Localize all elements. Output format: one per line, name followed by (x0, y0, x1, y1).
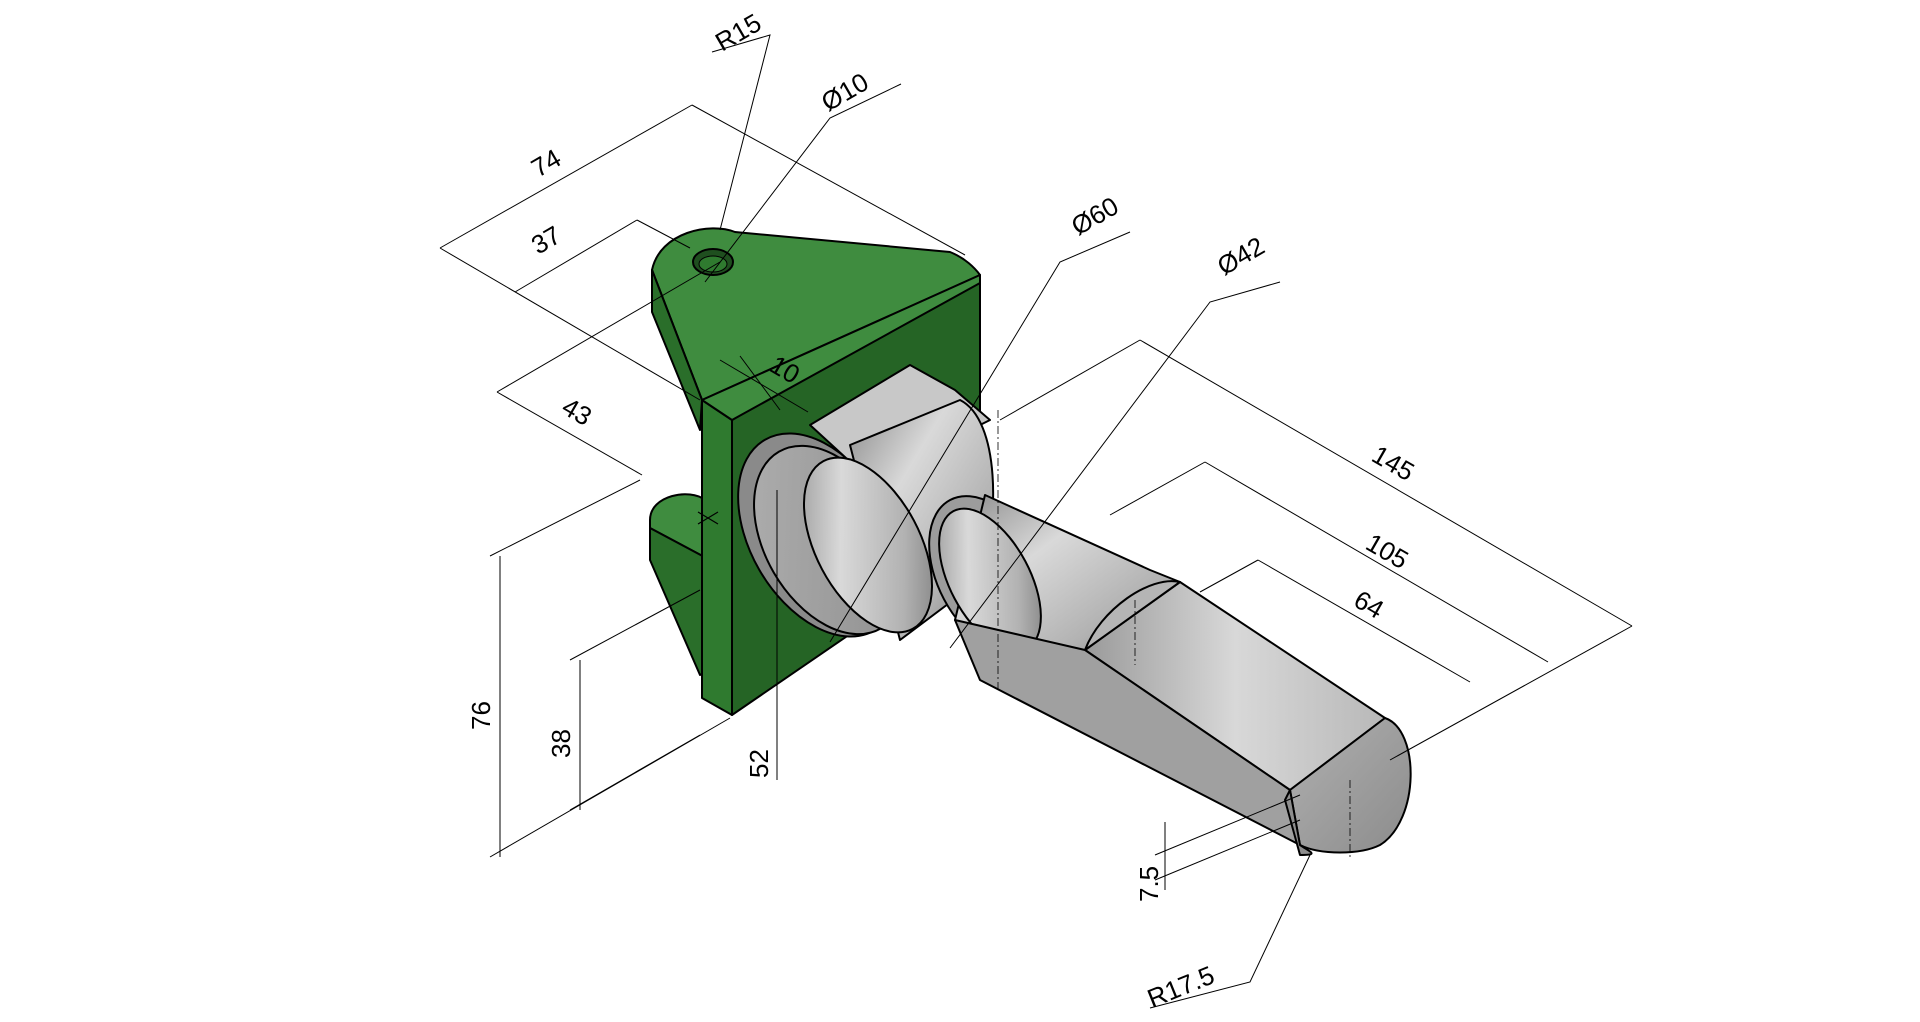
dim-7-5: 7.5 (1134, 866, 1164, 902)
bracket-front-face (701, 399, 733, 716)
dim-phi10: Ø10 (816, 67, 874, 118)
dim-105: 105 (1361, 527, 1414, 575)
dim-phi42: Ø42 (1212, 231, 1270, 282)
shaft-end-chamfer (1284, 789, 1313, 856)
dim-phi60: Ø60 (1066, 191, 1124, 242)
dim-38: 38 (546, 729, 576, 758)
dim-145: 145 (1367, 439, 1420, 487)
dim-64: 64 (1349, 584, 1389, 624)
dim-52: 52 (744, 749, 774, 778)
bracket-left-side-fill (651, 269, 703, 431)
dimension-lines (439, 34, 1633, 1009)
bracket-top-face (651, 227, 981, 401)
dim-43: 43 (557, 391, 597, 431)
bracket-top-edge (701, 274, 981, 421)
dim-74: 74 (526, 143, 566, 183)
dim-37: 37 (526, 220, 566, 260)
shaft (737, 364, 1412, 860)
dim-r17-5: R17.5 (1143, 960, 1219, 1014)
dim-76: 76 (466, 701, 496, 730)
flat-end-cap (1084, 580, 1181, 651)
large-cylinder-end (802, 456, 934, 634)
